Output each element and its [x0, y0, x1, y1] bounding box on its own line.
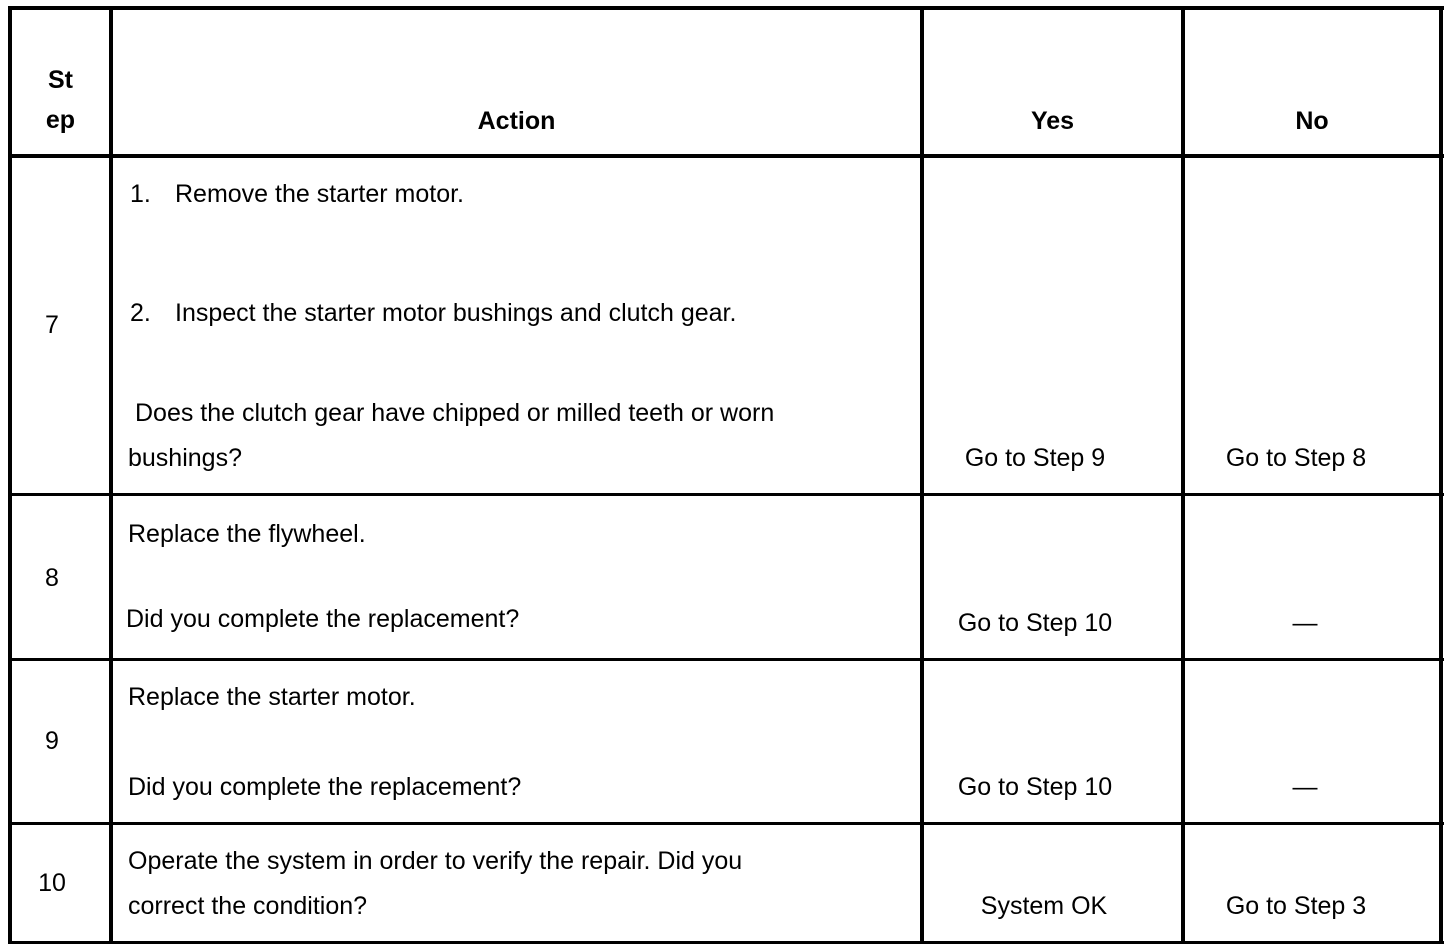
table-border-left	[8, 6, 12, 944]
action-question-line1: Does the clutch gear have chipped or mil…	[135, 399, 775, 427]
column-divider-no	[1181, 6, 1185, 944]
column-divider-action	[109, 6, 113, 944]
action-item-1-number: 1.	[130, 180, 151, 208]
action-item-2-text: Inspect the starter motor bushings and c…	[175, 299, 737, 327]
header-no: No	[1295, 107, 1329, 135]
step-number-7: 7	[45, 311, 59, 339]
row-divider-8	[8, 658, 1444, 661]
no-outcome-7: Go to Step 8	[1225, 444, 1367, 472]
table-border-right	[1439, 6, 1443, 944]
no-outcome-9: —	[1292, 773, 1318, 801]
no-outcome-8: —	[1292, 609, 1318, 637]
header-step-line1: St	[48, 66, 73, 94]
yes-outcome-7: Go to Step 9	[964, 444, 1106, 472]
action-question-9: Did you complete the replacement?	[128, 773, 522, 801]
header-action: Action	[477, 107, 556, 135]
action-item-1-text: Remove the starter motor.	[175, 180, 465, 208]
action-question-line2: bushings?	[128, 444, 242, 472]
row-divider-7	[8, 493, 1444, 496]
action-line1-10: Operate the system in order to verify th…	[128, 847, 743, 875]
header-divider	[8, 154, 1444, 158]
step-number-10: 10	[38, 869, 66, 897]
action-line2-10: correct the condition?	[128, 892, 368, 920]
step-number-8: 8	[45, 564, 59, 592]
header-step-line2: ep	[45, 106, 76, 134]
column-divider-yes	[920, 6, 924, 944]
header-step: St ep	[12, 60, 109, 140]
yes-outcome-8: Go to Step 10	[957, 609, 1113, 637]
step-number-9: 9	[45, 727, 59, 755]
table-border-top	[8, 6, 1444, 10]
no-outcome-10: Go to Step 3	[1225, 892, 1367, 920]
row-divider-9	[8, 822, 1444, 825]
action-text-8: Replace the flywheel.	[128, 520, 366, 548]
action-text-9: Replace the starter motor.	[128, 683, 416, 711]
yes-outcome-10: System OK	[980, 892, 1108, 920]
header-yes: Yes	[1030, 107, 1075, 135]
yes-outcome-9: Go to Step 10	[957, 773, 1113, 801]
action-item-2-number: 2.	[130, 299, 151, 327]
action-question-8: Did you complete the replacement?	[126, 605, 520, 633]
table-border-bottom	[8, 941, 1444, 944]
